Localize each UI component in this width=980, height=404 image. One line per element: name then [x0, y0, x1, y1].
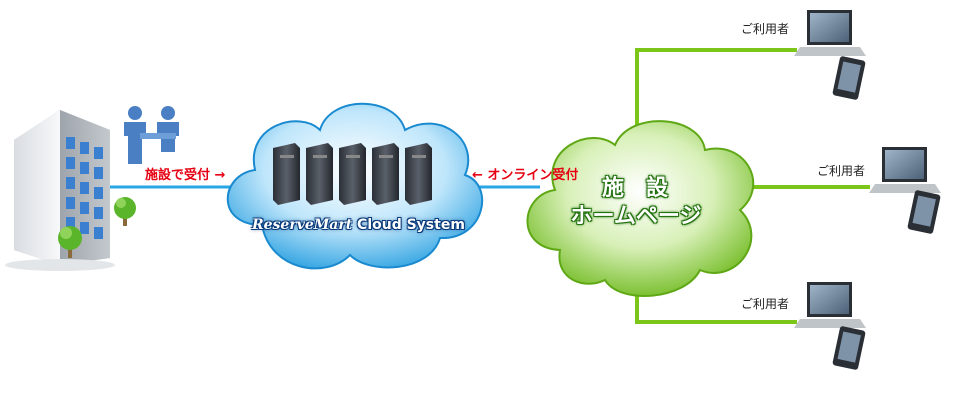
user-label-top: ご利用者: [741, 22, 790, 36]
user-device-top: [794, 10, 866, 100]
homepage-title-line2: ホームページ: [570, 204, 702, 229]
reception-staff-icon: [124, 106, 179, 164]
homepage-cloud-icon: [526, 120, 755, 297]
facility-building-icon: [5, 110, 136, 271]
homepage-title-line1: 施 設: [601, 176, 668, 201]
brand-rest-text: Cloud System: [352, 217, 465, 233]
user-device-middle: [869, 147, 941, 234]
in-person-reception-label: 施設で受付 →: [145, 168, 226, 183]
cloud-system-icon: [226, 102, 484, 270]
user-label-middle: ご利用者: [817, 164, 866, 178]
brand-script-text: ReserveMart: [252, 217, 353, 233]
user-device-bottom: [794, 282, 866, 370]
server-rack-icons: [273, 143, 432, 205]
user-label-bottom: ご利用者: [741, 297, 790, 311]
cloud-system-brand: ReserveMart Cloud System: [252, 217, 465, 233]
online-reception-label: ← オンライン受付: [472, 168, 579, 183]
